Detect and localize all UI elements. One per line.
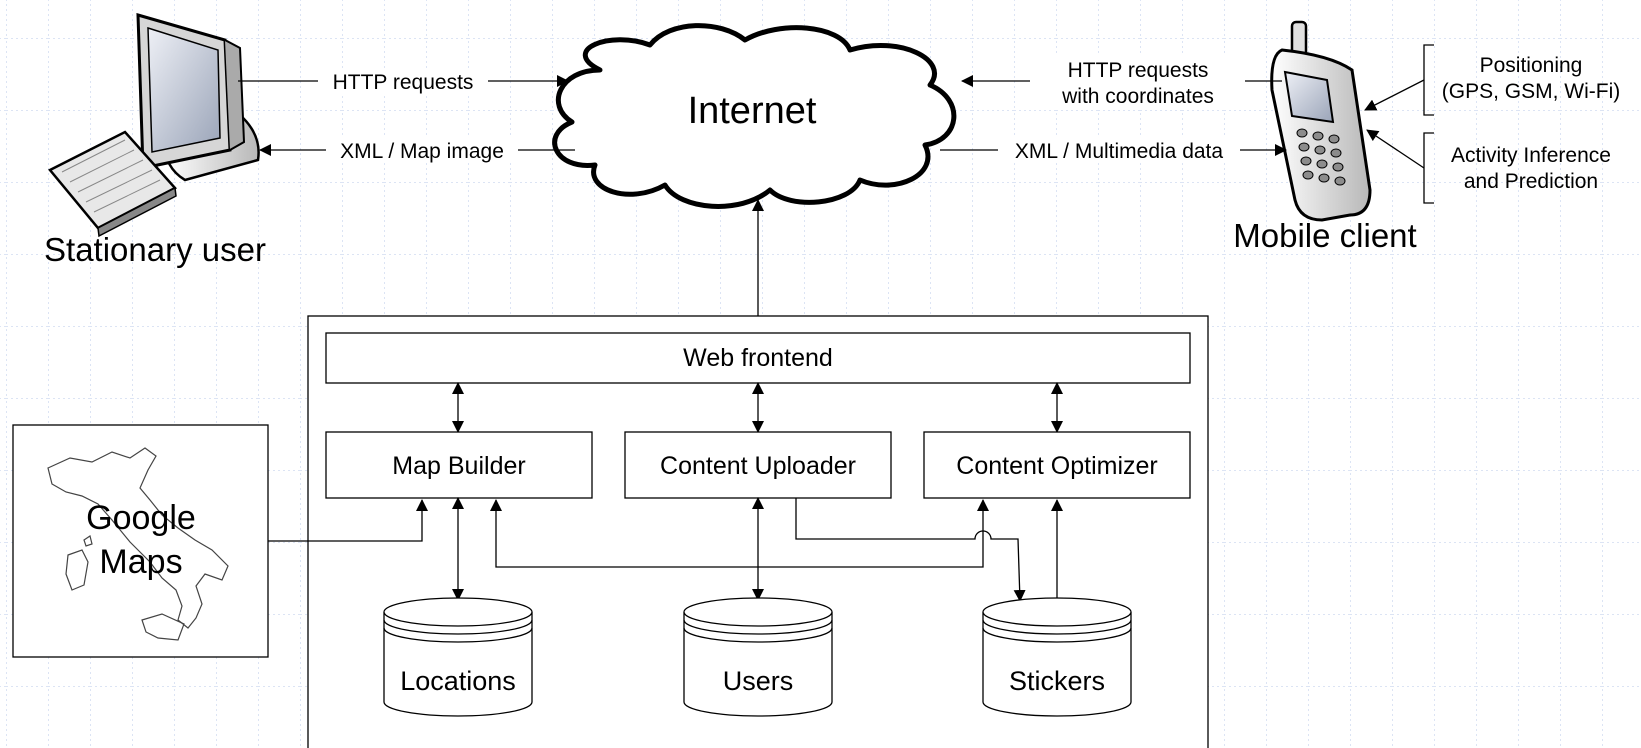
positioning-arrow [1364, 79, 1425, 111]
positioning-label-line1: Positioning [1480, 54, 1583, 77]
db-stickers-label: Stickers [1009, 666, 1105, 696]
mobile-request-label-line1: HTTP requests [1068, 59, 1209, 82]
mobile-phone-icon [1270, 20, 1372, 222]
google-maps-box [12, 424, 269, 658]
stationary-response-label: XML / Map image [340, 140, 504, 163]
optimizer-users-to-map-connector [490, 499, 989, 568]
activity-label-line2: and Prediction [1464, 170, 1598, 193]
activity-label-line1: Activity Inference [1451, 144, 1611, 167]
content-uploader-label: Content Uploader [660, 452, 856, 480]
activity-arrow [1366, 129, 1425, 169]
mobile-response-label: XML / Multimedia data [1015, 140, 1223, 163]
web-frontend-label: Web frontend [683, 344, 833, 372]
mobile-client-caption: Mobile client [1233, 217, 1416, 254]
uploader-stickers-connector [795, 498, 1026, 602]
db-stickers: Stickers [982, 597, 1132, 717]
content-optimizer-box [923, 431, 1191, 499]
map-builder-label: Map Builder [392, 452, 525, 480]
db-users: Users [683, 597, 833, 717]
content-uploader-box [624, 431, 892, 499]
stationary-request-label: HTTP requests [333, 71, 474, 94]
computer-icon [48, 12, 260, 238]
google-maps-connector [268, 499, 428, 542]
google-maps-label-line2: Maps [99, 543, 182, 581]
db-locations: Locations [383, 597, 533, 717]
db-locations-label: Locations [400, 666, 516, 696]
internet-cloud: Internet [552, 23, 957, 209]
db-users-label: Users [723, 666, 794, 696]
positioning-label-line2: (GPS, GSM, Wi-Fi) [1442, 80, 1620, 103]
italy-map-outline [47, 447, 229, 629]
internet-label: Internet [688, 90, 817, 132]
google-maps-label-line1: Google [86, 499, 196, 537]
content-optimizer-label: Content Optimizer [956, 452, 1157, 480]
mobile-request-label-line2: with coordinates [1061, 85, 1214, 108]
stationary-user-caption: Stationary user [44, 231, 266, 268]
map-builder-box [325, 431, 593, 499]
